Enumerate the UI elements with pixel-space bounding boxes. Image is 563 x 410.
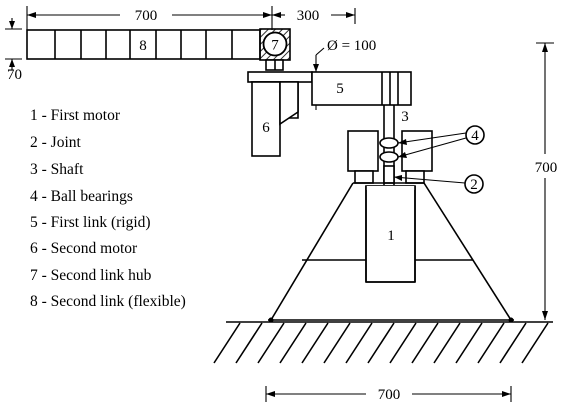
ball-bearings-callout: 4 <box>397 125 485 158</box>
part-label-8: 8 <box>139 38 147 54</box>
legend-item: 8 - Second link (flexible) <box>30 293 186 310</box>
legend: 1 - First motor 2 - Joint 3 - Shaft 4 - … <box>30 107 186 310</box>
part-label-7: 7 <box>271 38 279 54</box>
legend-item: 6 - Second motor <box>30 240 138 257</box>
legend-item: 7 - Second link hub <box>30 267 152 284</box>
first-motor: 1 <box>365 185 416 283</box>
dim-height: 700 <box>535 42 558 320</box>
part-label-2: 2 <box>470 177 478 193</box>
legend-item: 1 - First motor <box>30 107 121 124</box>
legend-item: 4 - Ball bearings <box>30 188 133 205</box>
second-link-hub: 7 <box>259 28 291 61</box>
dim-diameter: Ø = 100 <box>313 38 376 110</box>
legend-item: 5 - First link (rigid) <box>30 214 151 231</box>
first-link-rigid: 5 <box>311 71 412 106</box>
dim-link-length: 700 <box>26 6 273 30</box>
dim-link-width: 70 <box>5 18 22 83</box>
part-label-1: 1 <box>387 228 395 244</box>
second-motor: 6 <box>247 59 313 157</box>
dim-diameter-label: Ø = 100 <box>327 38 376 54</box>
bearing-housing <box>347 130 433 184</box>
dim-hub-offset: 300 <box>272 8 356 24</box>
dim-link-length-label: 700 <box>135 8 158 24</box>
second-link-flexible: 8 <box>26 29 261 60</box>
ground-hatching <box>213 321 553 364</box>
part-label-6: 6 <box>262 120 270 136</box>
part-label-3: 3 <box>401 109 409 125</box>
part-label-5: 5 <box>336 81 344 97</box>
legend-item: 3 - Shaft <box>30 161 84 178</box>
legend-item: 2 - Joint <box>30 134 82 151</box>
dim-hub-offset-label: 300 <box>297 8 320 24</box>
joint-callout: 2 <box>393 174 484 194</box>
dim-base-width: 700 <box>265 386 512 403</box>
part-label-4: 4 <box>471 128 479 144</box>
dim-height-label: 700 <box>535 160 558 176</box>
dim-base-width-label: 700 <box>378 387 401 403</box>
dim-link-width-label: 70 <box>7 67 22 83</box>
support-frame <box>268 182 514 323</box>
